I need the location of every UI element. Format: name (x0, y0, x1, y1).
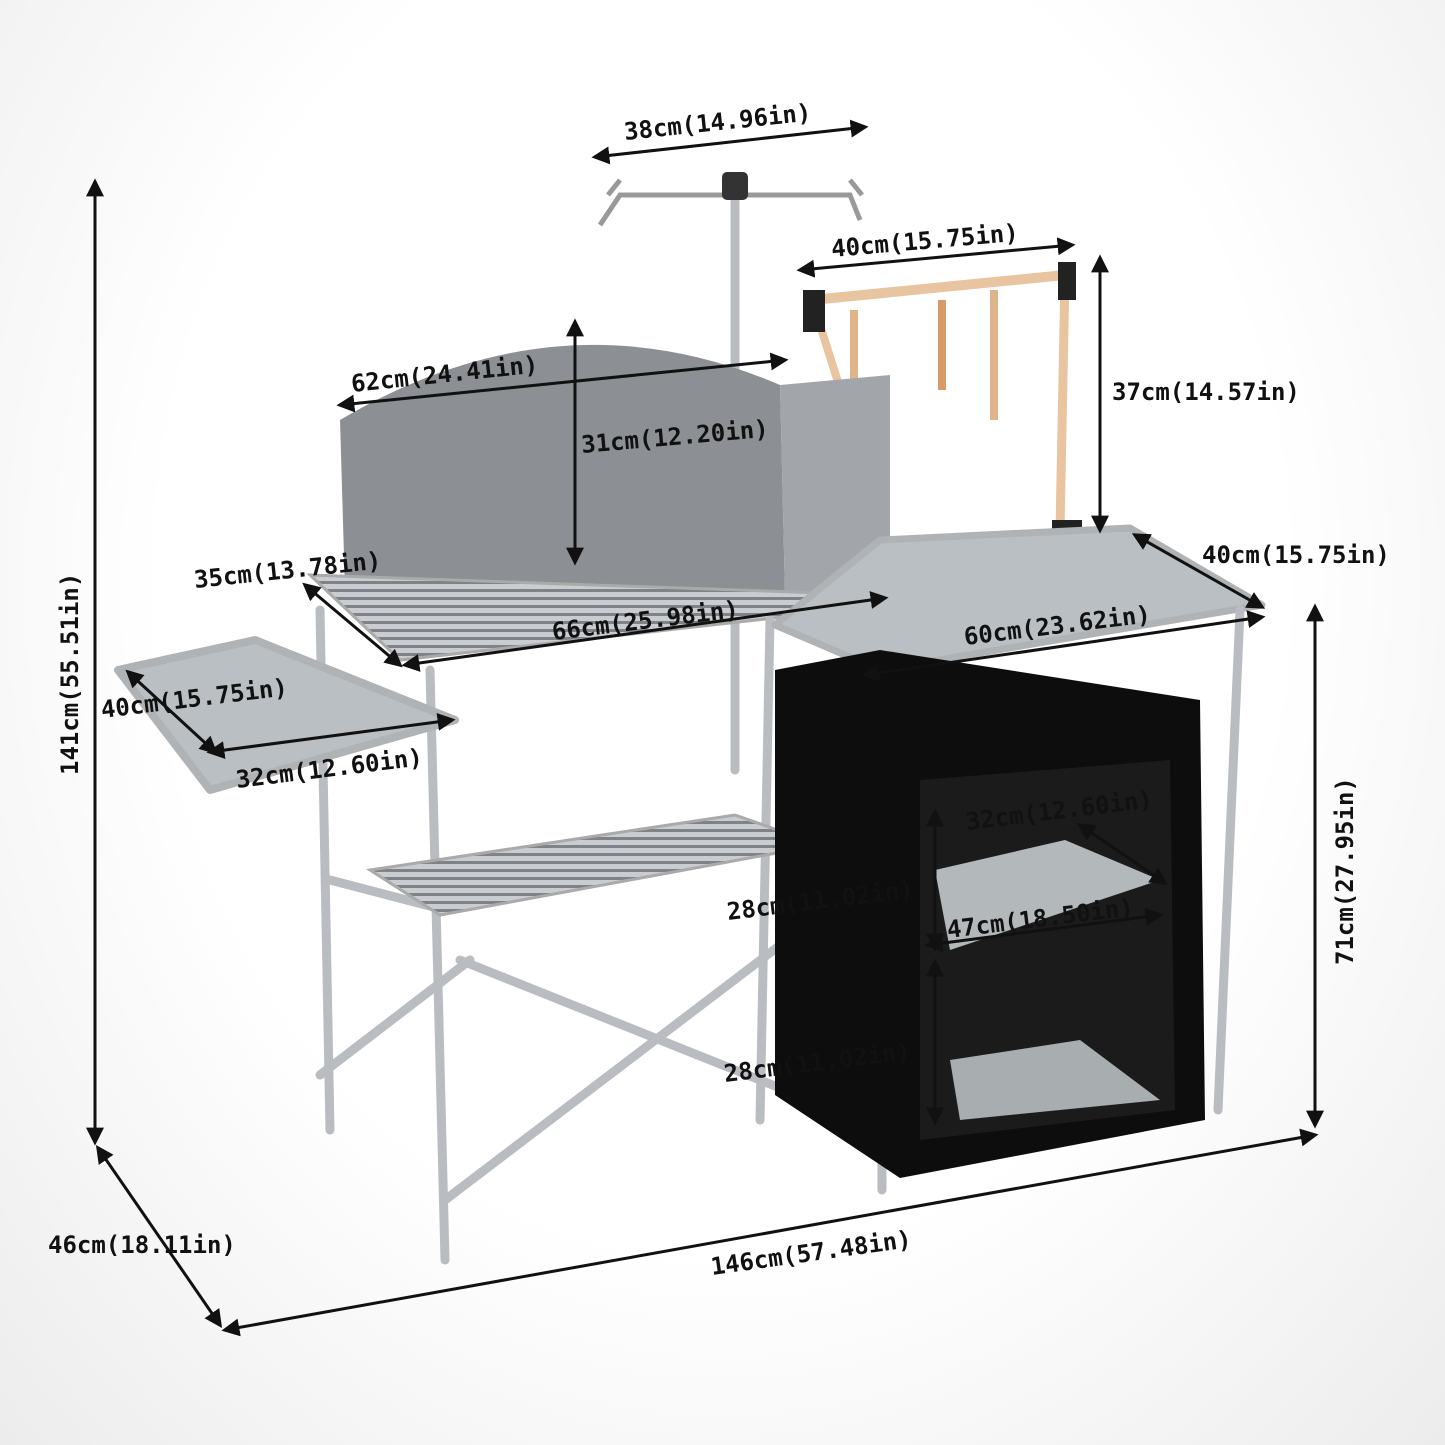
label-hanger-height: 37cm(14.57in) (1112, 378, 1300, 406)
label-lantern-pole-width: 38cm(14.96in) (623, 98, 813, 145)
label-total-height: 141cm(55.51in) (56, 573, 84, 775)
label-table-height: 71cm(27.95in) (1331, 777, 1359, 965)
label-overall-depth: 46cm(18.11in) (48, 1231, 236, 1259)
label-right-table-depth: 40cm(15.75in) (1202, 541, 1390, 569)
dimension-arrows (86, 119, 1324, 1337)
label-hanger-width: 40cm(15.75in) (830, 219, 1020, 263)
label-overall-width: 146cm(57.48in) (709, 1225, 913, 1281)
